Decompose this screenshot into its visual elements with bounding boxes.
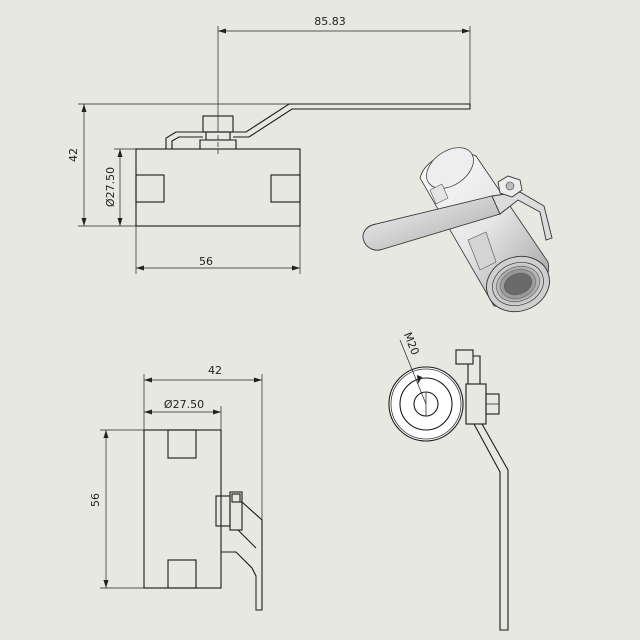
dim-thread: M20 (401, 330, 422, 357)
front-view (135, 103, 471, 227)
dim-top-width: 85.83 (314, 15, 346, 28)
side-view (388, 349, 509, 631)
dim-front-height: 42 (67, 148, 80, 162)
dim-bottom-width: 42 (208, 364, 222, 377)
front-dimensions: 85.83 42 Ø27.50 56 (67, 15, 471, 274)
dim-bottom-diameter: Ø27.50 (164, 398, 204, 411)
dim-front-diameter: Ø27.50 (104, 167, 117, 207)
isometric-view (362, 147, 553, 313)
dim-bottom-height: 56 (89, 493, 102, 507)
dim-front-length: 56 (199, 255, 213, 268)
top-view (143, 429, 263, 611)
top-dimensions: 42 Ø27.50 56 (89, 364, 263, 589)
